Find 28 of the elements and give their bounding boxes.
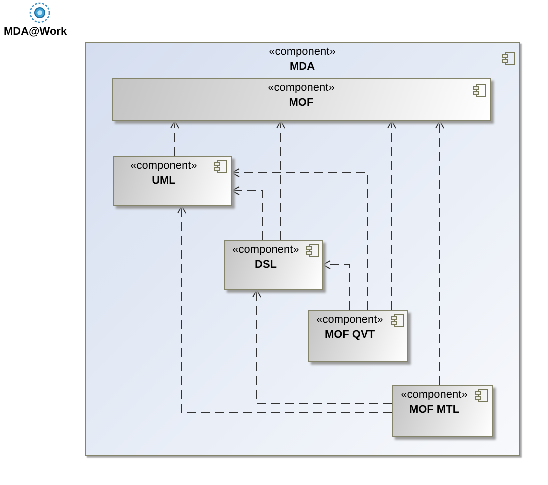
- dependency-arrow: [252, 290, 392, 404]
- component-frame: [85, 42, 520, 456]
- dependency-arrow: [322, 260, 350, 310]
- dependency-arrow: [178, 206, 392, 414]
- dependency-arrow: [388, 120, 396, 310]
- dependency-arrow: [436, 120, 444, 386]
- stereotype-label: «component»: [316, 313, 384, 328]
- stereotype-label: «component»: [130, 159, 198, 174]
- component-box: [113, 156, 232, 206]
- component-box: [308, 310, 408, 362]
- model-name: MDA@Work: [4, 26, 68, 38]
- component-box: [224, 240, 323, 290]
- component-box: [112, 78, 491, 121]
- component-name: MDA: [290, 60, 316, 75]
- component-box: [392, 385, 493, 437]
- stereotype-label: «component»: [232, 243, 300, 258]
- dependency-arrow: [276, 120, 286, 240]
- stereotype-label: «component»: [401, 388, 468, 403]
- stereotype-label: «component»: [268, 81, 335, 96]
- component-name: MOF MTL: [409, 403, 460, 418]
- component-name: DSL: [255, 258, 277, 273]
- component-name: MOF: [289, 96, 314, 111]
- stereotype-label: «component»: [269, 45, 336, 60]
- component-name: UML: [152, 174, 176, 189]
- component-name: MOF QVT: [324, 328, 376, 343]
- dependency-arrow: [232, 186, 264, 240]
- dependency-arrow: [170, 120, 180, 156]
- dependency-arrow: [232, 168, 368, 310]
